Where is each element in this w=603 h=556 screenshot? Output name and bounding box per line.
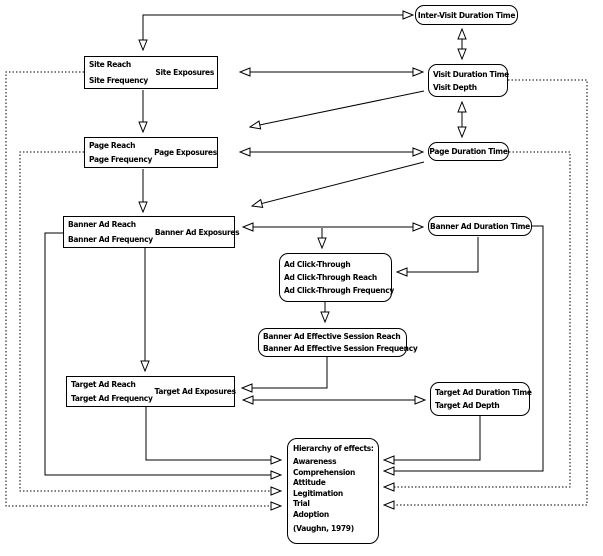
ad-click-through-reach-label: Ad Click-Through Reach bbox=[284, 273, 377, 282]
visit-duration-label: Visit Duration Time bbox=[433, 69, 509, 79]
connector-pageduration-bannerexposures bbox=[252, 161, 425, 206]
ad-click-through-frequency-label: Ad Click-Through Frequency bbox=[284, 286, 394, 295]
site-exposures-label: Site Exposures bbox=[155, 68, 214, 77]
banner-ad-reach-label: Banner Ad Reach bbox=[68, 220, 136, 229]
connector-banner-hierarchy bbox=[44, 232, 281, 475]
target-ad-frequency-label: Target Ad Frequency bbox=[71, 394, 153, 404]
effective-session-frequency-label: Banner Ad Effective Session Frequency bbox=[263, 343, 418, 353]
effective-session-box: Banner Ad Effective Session Reach Banner… bbox=[258, 328, 418, 357]
site-reach-label: Site Reach bbox=[89, 60, 131, 70]
page-exposures-box: Page Reach Page Frequency Page Exposures bbox=[84, 137, 218, 168]
target-ad-exposures-box: Target Ad Reach Target Ad Frequency Targ… bbox=[66, 375, 236, 408]
connector-targetduration-hierarchy bbox=[384, 416, 481, 460]
page-reach-label: Page Reach bbox=[89, 140, 136, 150]
target-ad-duration-box: Target Ad Duration Time Target Ad Depth bbox=[430, 382, 532, 416]
banner-ad-exposures-label: Banner Ad Exposures bbox=[154, 227, 240, 237]
page-duration-label: Page Duration Time bbox=[429, 147, 508, 156]
connector-target-hierarchy bbox=[145, 407, 281, 460]
banner-ad-duration-box: Banner Ad Duration Time bbox=[428, 216, 532, 236]
banner-ad-frequency-label: Banner Ad Frequency bbox=[68, 235, 153, 244]
target-ad-depth-label: Target Ad Depth bbox=[435, 401, 500, 410]
connector-pageduration-hierarchy-dotted bbox=[384, 151, 571, 487]
target-ad-exposures-label: Target Ad Exposures bbox=[154, 387, 236, 396]
banner-ad-inputs: Banner Ad Reach Banner Ad Frequency bbox=[68, 215, 153, 249]
effective-session-reach-label: Banner Ad Effective Session Reach bbox=[263, 331, 401, 341]
hierarchy-item-attitude: Attitude bbox=[293, 478, 326, 487]
target-ad-inputs: Target Ad Reach Target Ad Frequency bbox=[71, 375, 153, 408]
hierarchy-title: Hierarchy of effects: bbox=[293, 444, 374, 453]
site-frequency-label: Site Frequency bbox=[89, 75, 148, 85]
page-duration-box: Page Duration Time bbox=[428, 142, 509, 161]
page-frequency-label: Page Frequency bbox=[89, 155, 153, 165]
site-exposures-box: Site Reach Site Frequency Site Exposures bbox=[84, 56, 218, 89]
hierarchy-item-comprehension: Comprehension bbox=[293, 467, 356, 477]
connector-bannerduration-hierarchy bbox=[384, 225, 544, 471]
visit-depth-label: Visit Depth bbox=[433, 82, 477, 92]
connector-session-targetexposures bbox=[242, 357, 328, 388]
connector-visit-hierarchy-dotted bbox=[384, 79, 588, 505]
hierarchy-item-legitimation: Legitimation bbox=[293, 488, 343, 498]
banner-ad-duration-label: Banner Ad Duration Time bbox=[430, 221, 530, 231]
page-inputs: Page Reach Page Frequency bbox=[89, 136, 152, 169]
ad-click-through-label: Ad Click-Through bbox=[284, 260, 351, 269]
inter-visit-duration-label: Inter-Visit Duration Time bbox=[417, 10, 516, 20]
connector-bannerduration-clickthrough bbox=[397, 237, 479, 272]
hierarchy-item-trial: Trial bbox=[293, 499, 310, 508]
hierarchy-citation: (Vaughn, 1979) bbox=[293, 524, 354, 533]
site-inputs: Site Reach Site Frequency bbox=[89, 55, 148, 90]
connector-visit-pageexposures bbox=[250, 90, 425, 127]
target-ad-duration-label: Target Ad Duration Time bbox=[435, 388, 532, 397]
visit-duration-box: Visit Duration Time Visit Depth bbox=[428, 64, 509, 97]
connector-page-hierarchy-dotted bbox=[19, 151, 281, 491]
inter-visit-duration-box: Inter-Visit Duration Time bbox=[415, 5, 518, 25]
hierarchy-of-effects-box: Hierarchy of effects: Awareness Comprehe… bbox=[287, 438, 379, 544]
connector-site-hierarchy-dotted bbox=[5, 71, 281, 506]
ad-click-through-box: Ad Click-Through Ad Click-Through Reach … bbox=[279, 253, 394, 302]
connector-site-intervisit bbox=[143, 15, 413, 50]
hierarchy-item-awareness: Awareness bbox=[293, 457, 337, 466]
banner-ad-exposures-box: Banner Ad Reach Banner Ad Frequency Bann… bbox=[63, 215, 240, 249]
page-exposures-label: Page Exposures bbox=[154, 148, 217, 157]
target-ad-reach-label: Target Ad Reach bbox=[71, 379, 136, 389]
hierarchy-item-adoption: Adoption bbox=[293, 509, 329, 519]
